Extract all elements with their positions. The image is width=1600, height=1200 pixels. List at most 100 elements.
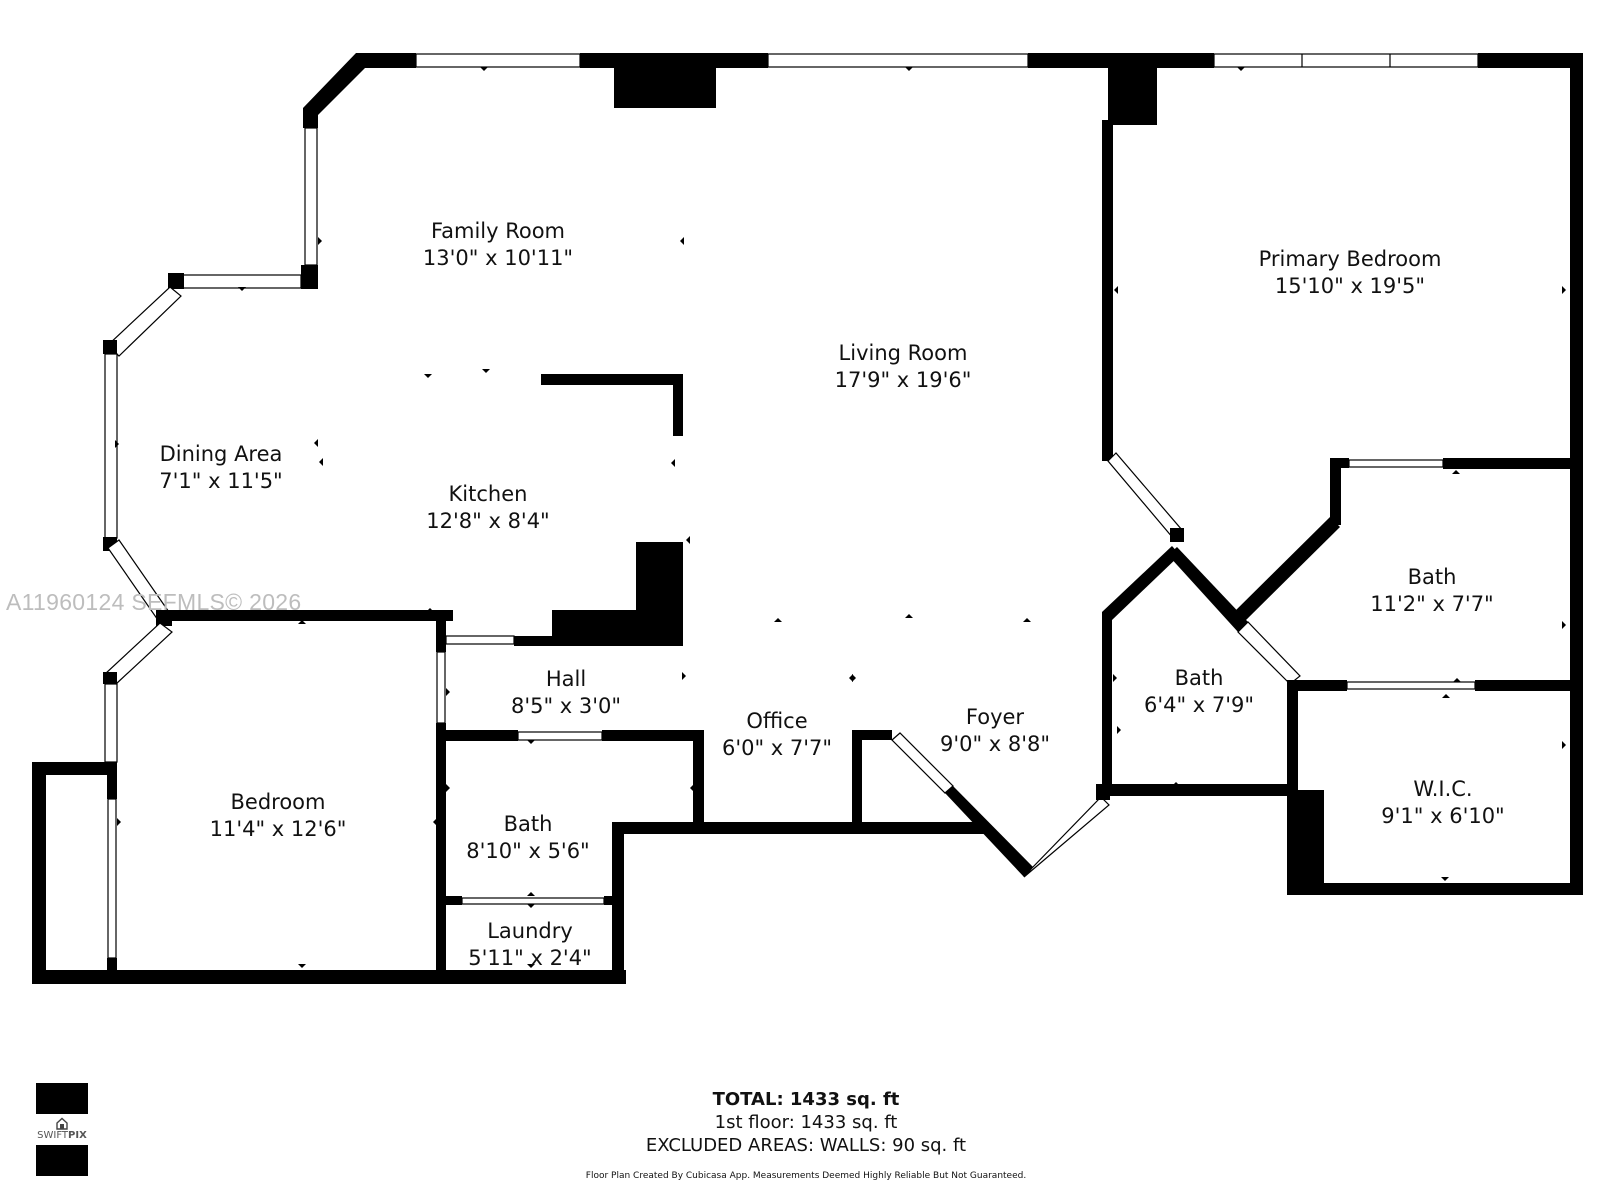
swiftpix-wordmark: SWIFTPIX [36, 1114, 88, 1141]
wall-foyer-closet-left [852, 730, 862, 833]
window-family-left [304, 127, 318, 266]
room-dimensions: 11'4" x 12'6" [209, 817, 347, 841]
wall-bedroom-top [163, 610, 453, 621]
wall-bath-mid-bottom [1102, 784, 1298, 796]
wall-bedroom-right [436, 723, 446, 973]
wall-bedroom-closet-top [32, 762, 117, 775]
wall-wic-block [1287, 790, 1324, 895]
room-bath-primary: Bath 11'2" x 7'7" [1370, 564, 1493, 618]
wall-primary-bath-left [1330, 458, 1341, 525]
wall-dining-bay-corner [103, 340, 117, 354]
room-primary-bedroom: Primary Bedroom 15'10" x 19'5" [1259, 246, 1442, 300]
wall-foyer-closet-top [852, 730, 892, 740]
wall-corner [103, 672, 117, 684]
room-name: Kitchen [448, 482, 528, 506]
primary-door-angled [1107, 452, 1183, 539]
wall-laundry-top-right [604, 896, 614, 905]
room-dimensions: 15'10" x 19'5" [1274, 274, 1426, 298]
room-office: Office 6'0" x 7'7" [722, 708, 832, 762]
wall-kitchen-right-upper [673, 374, 683, 436]
disclaimer: Floor Plan Created By Cubicasa App. Meas… [585, 1171, 1027, 1181]
window-dining-top [182, 274, 302, 289]
primary-bath-door [1348, 459, 1444, 468]
room-kitchen: Kitchen 12'8" x 8'4" [426, 481, 549, 535]
room-name: Bedroom [230, 790, 326, 814]
room-name: Living Room [838, 341, 968, 365]
wall-wic-top-right [1475, 680, 1583, 691]
hall-door-left [436, 651, 446, 724]
mls-watermark: A11960124 SEFMLS© 2026 [6, 589, 302, 615]
wall-block-primary [1108, 53, 1157, 125]
room-dimensions: 6'4" x 7'9" [1143, 693, 1255, 717]
wall-bath-top-right [602, 730, 704, 741]
wall-wic-left [1287, 680, 1298, 895]
room-name: Bath [503, 812, 553, 836]
room-dimensions: 13'0" x 10'11" [422, 246, 574, 270]
dimension-ticks [115, 67, 1566, 968]
window-dining-bay-upper [107, 286, 182, 357]
room-dimensions: 17'9" x 19'6" [834, 368, 972, 392]
room-dimensions: 9'0" x 8'8" [939, 732, 1051, 756]
room-dimensions: 8'10" x 5'6" [466, 839, 590, 863]
wall-primary-bath-top-stub [1330, 458, 1349, 468]
area-totals: TOTAL: 1433 sq. ft 1st floor: 1433 sq. f… [646, 1088, 966, 1157]
wall-primary-bath-top [1443, 458, 1583, 469]
wall-bedroom-left [32, 762, 46, 984]
wall-bath-mid-left [1102, 612, 1112, 792]
wall-office-bottom [612, 822, 984, 834]
wall-bath-mid-diag [1168, 547, 1248, 632]
laundry-door [461, 897, 605, 905]
wall-family-left-stub [301, 265, 318, 289]
wall-wic-top-left [1287, 680, 1347, 691]
wall-kitchen-bottom-block [552, 610, 683, 646]
room-name: Bath [1407, 565, 1457, 589]
wall-family-angle [303, 53, 368, 128]
wall-block-fireplace [614, 53, 716, 108]
wall-dining-corner [168, 273, 184, 289]
room-hall: Hall 8'5" x 3'0" [511, 666, 621, 720]
bath-door [517, 731, 603, 741]
total-area: TOTAL: 1433 sq. ft [712, 1089, 900, 1110]
room-name: Primary Bedroom [1258, 247, 1442, 271]
room-bath-middle: Bath 6'4" x 7'9" [1144, 665, 1254, 719]
wall-bath-mid-angle [1102, 546, 1180, 620]
bath-mid-door [1237, 621, 1301, 685]
closet-door [107, 798, 117, 959]
room-dimensions: 7'1" x 11'5" [159, 469, 283, 493]
wall-top-right-b [1478, 53, 1581, 68]
swiftpix-logo: SWIFTPIX [36, 1083, 88, 1176]
floor-area: 1st floor: 1433 sq. ft [714, 1112, 898, 1133]
wall-closet-divider [107, 775, 117, 799]
room-name: W.I.C. [1413, 777, 1473, 801]
room-dimensions: 11'2" x 7'7" [1370, 592, 1494, 616]
wall-closet-divider [107, 958, 117, 972]
wall-hall-top-stub [436, 610, 446, 652]
wall-laundry-right [612, 822, 624, 984]
room-dimensions: 6'0" x 7'7" [721, 736, 833, 760]
room-name: Office [746, 709, 808, 733]
wall-primary-right [1570, 53, 1583, 895]
wall-hall-top [514, 636, 554, 646]
wall-kitchen-top [541, 374, 683, 385]
room-name: Foyer [965, 705, 1025, 729]
wall-wic-bottom [1287, 883, 1583, 895]
room-wic: W.I.C. 9'1" x 6'10" [1381, 776, 1504, 830]
room-dimensions: 8'5" x 3'0" [510, 694, 622, 718]
wall-bath-right [693, 730, 704, 833]
wic-door [1346, 681, 1476, 690]
room-dimensions: 9'1" x 6'10" [1381, 804, 1505, 828]
room-name: Family Room [430, 219, 566, 243]
room-bedroom: Bedroom 11'4" x 12'6" [210, 789, 347, 843]
room-bath-small: Bath 8'10" x 5'6" [466, 811, 589, 865]
room-foyer: Foyer 9'0" x 8'8" [940, 704, 1050, 758]
entry-door [1023, 796, 1110, 878]
window-bedroom-left [104, 683, 118, 763]
wall-primary-bath-diag [1231, 517, 1340, 625]
wall-top-left [356, 53, 416, 68]
room-family-room: Family Room 13'0" x 10'11" [423, 218, 573, 272]
hall-door-top [445, 635, 515, 645]
room-name: Hall [545, 667, 587, 691]
wall-laundry-top-left [444, 896, 462, 905]
wall-bedroom-bottom [32, 970, 626, 984]
